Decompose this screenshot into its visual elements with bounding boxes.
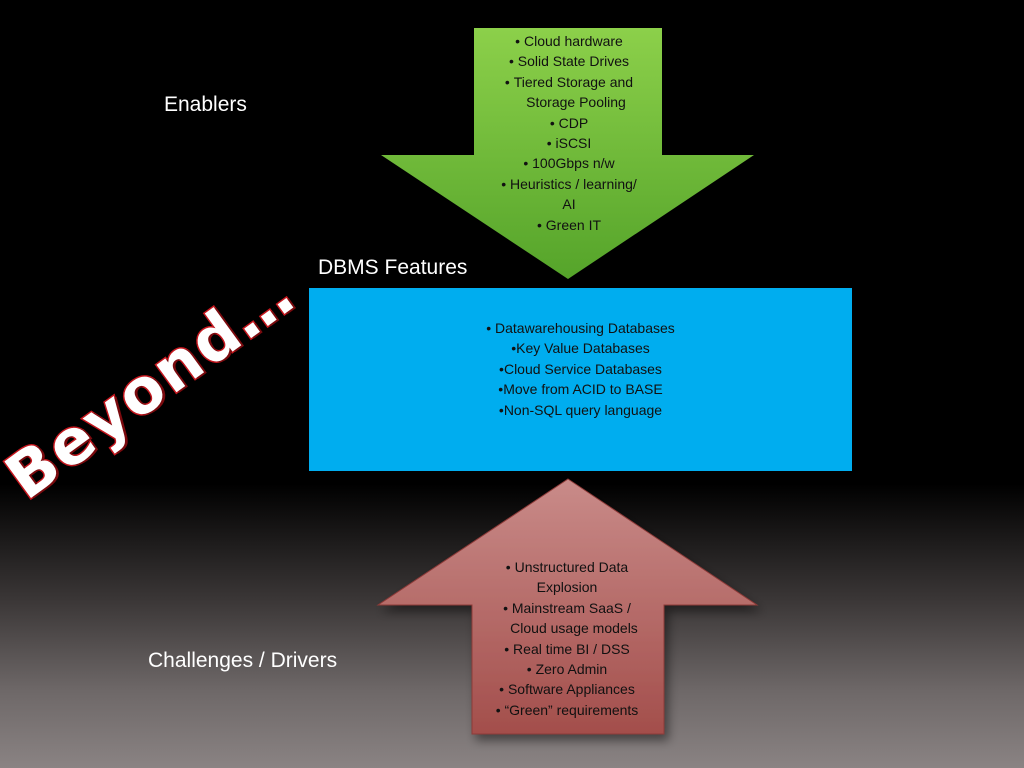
list-item: iSCSI xyxy=(474,133,664,153)
list-item: Move from ACID to BASE xyxy=(309,379,852,399)
list-item: 100Gbps n/w xyxy=(474,153,664,173)
list-item-continuation: Storage Pooling xyxy=(526,94,626,111)
enablers-list: Cloud hardware Solid State Drives Tiered… xyxy=(474,31,664,235)
list-item: CDP xyxy=(474,113,664,133)
challenges-drivers-label: Challenges / Drivers xyxy=(148,649,338,672)
list-item-continuation: Explosion xyxy=(536,579,598,596)
list-item: Unstructured Data xyxy=(472,557,662,577)
enablers-label: Enablers xyxy=(164,93,247,116)
list-item: Heuristics / learning/ xyxy=(474,174,664,194)
list-item: Solid State Drives xyxy=(474,51,664,71)
dbms-features-label: DBMS Features xyxy=(318,256,468,279)
challenges-list: Unstructured Data Explosion Mainstream S… xyxy=(472,557,662,720)
list-item: Real time BI / DSS xyxy=(472,639,662,659)
list-item-continuation: Cloud usage models xyxy=(510,620,638,637)
dbms-features-box: Datawarehousing Databases Key Value Data… xyxy=(309,288,852,471)
list-item: Mainstream SaaS / xyxy=(472,598,662,618)
list-item: Cloud Service Databases xyxy=(309,359,852,379)
list-item: Green IT xyxy=(474,215,664,235)
list-item: Zero Admin xyxy=(472,659,662,679)
list-item: Key Value Databases xyxy=(309,338,852,358)
dbms-features-list: Datawarehousing Databases Key Value Data… xyxy=(309,318,852,420)
list-item: Software Appliances xyxy=(472,679,662,699)
list-item: Datawarehousing Databases xyxy=(309,318,852,338)
list-item-continuation: AI xyxy=(562,196,576,213)
list-item: “Green” requirements xyxy=(472,700,662,720)
list-item: Tiered Storage and xyxy=(474,72,664,92)
list-item: Cloud hardware xyxy=(474,31,664,51)
list-item: Non-SQL query language xyxy=(309,400,852,420)
